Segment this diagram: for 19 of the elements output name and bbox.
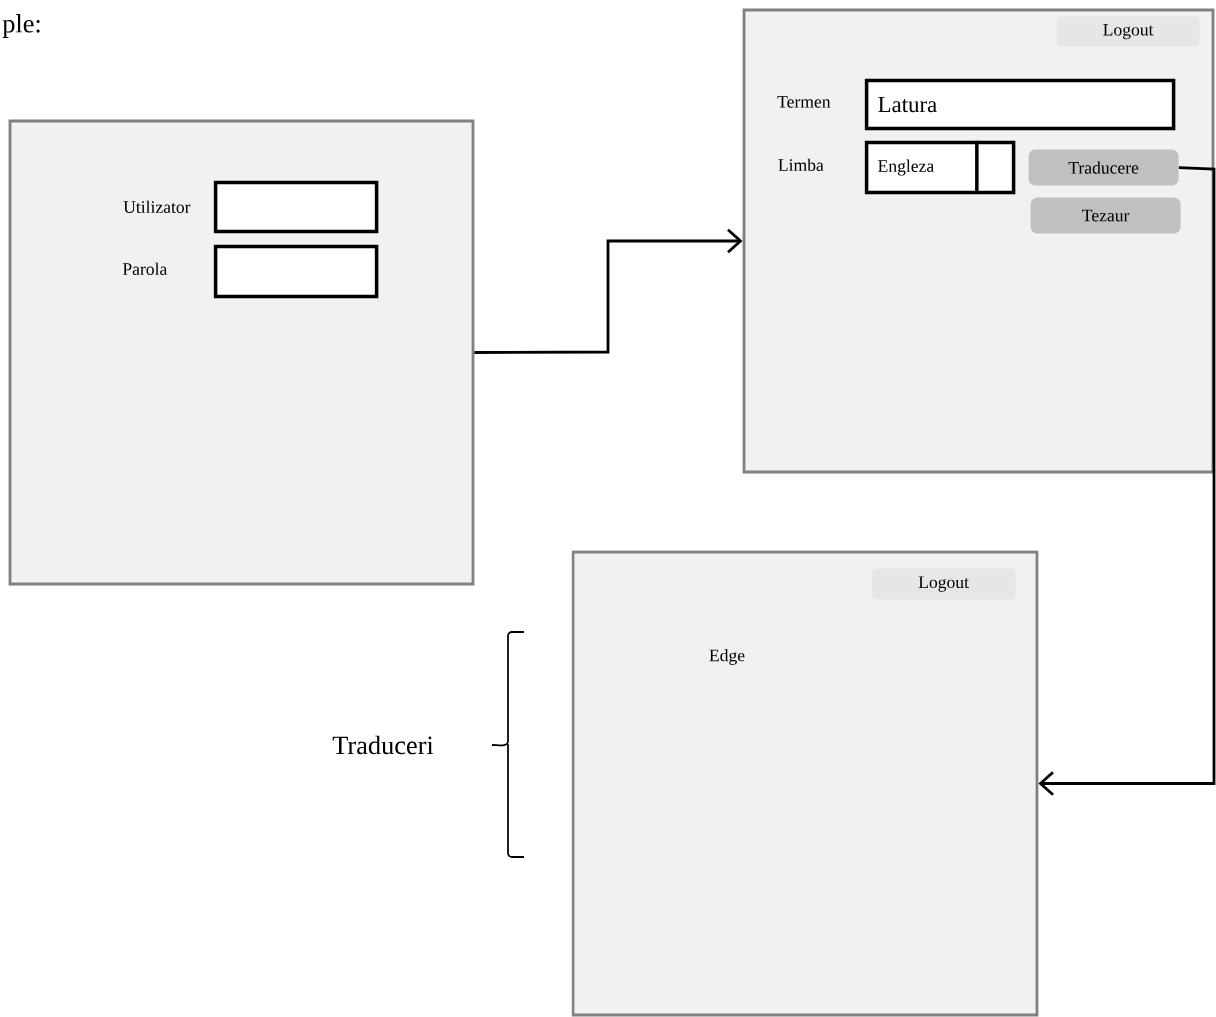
screen-frame: [571, 550, 1039, 1017]
screen-frame: [8, 119, 475, 586]
button: Tezaur: [1030, 197, 1181, 234]
input-field: [213, 180, 379, 234]
button: Traducere: [1028, 149, 1179, 186]
bracket-label: Traduceri: [332, 735, 434, 755]
field-label: Termen: [777, 96, 831, 108]
arrow: [1038, 166, 1216, 796]
logout-button: Logout: [1056, 16, 1200, 47]
result-text: Edge: [709, 649, 745, 665]
field-label: Utilizator: [123, 200, 191, 213]
input-field: Latura: [864, 78, 1176, 131]
input-field: [213, 244, 379, 299]
field-label: Limba: [778, 158, 824, 171]
dropdown-field: Engleza: [864, 140, 1016, 195]
logout-button: Logout: [871, 568, 1016, 600]
field-label: Parola: [122, 262, 168, 275]
heading-text: ple:: [2, 14, 40, 38]
arrow: [474, 228, 743, 354]
